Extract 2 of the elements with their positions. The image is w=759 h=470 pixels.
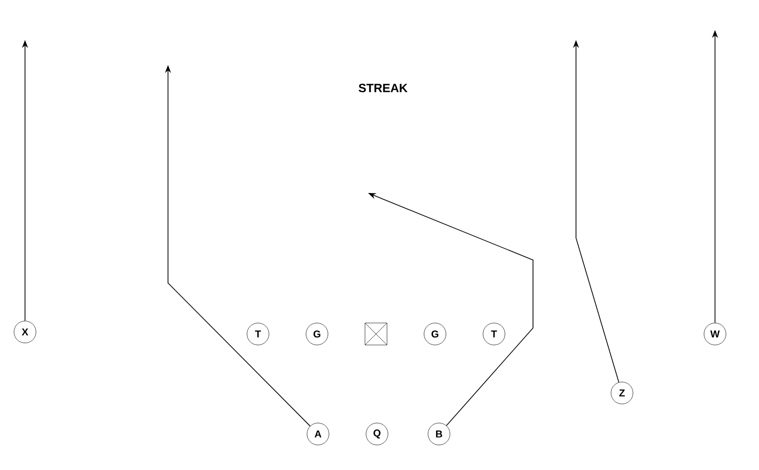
center-square	[364, 322, 388, 346]
play-title: STREAK	[358, 84, 408, 92]
